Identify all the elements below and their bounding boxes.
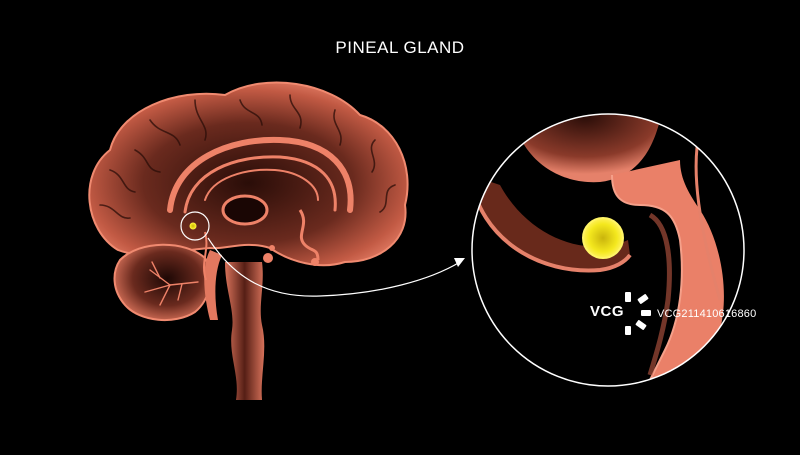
pituitary [263,253,273,263]
pineal-gland-small [189,222,197,230]
gyri-lines [99,94,396,219]
midbrain [204,250,222,320]
brainstem [225,262,265,400]
diagram-title: PINEAL GLAND [335,38,465,57]
pineal-highlight-ring [180,211,210,241]
mammillary-body [311,258,319,266]
aqueduct [203,231,208,281]
fornix [298,209,320,261]
pineal-gland-large [582,217,624,259]
cerebrum [88,81,409,267]
zoom-arrow [207,237,461,297]
magnified-view [471,113,745,387]
corpus-callosum [167,136,354,214]
arrow-head [454,258,465,267]
brain-illustration [88,81,409,400]
watermark-logo-icon [625,292,651,335]
lens-stalk [612,160,724,386]
optic-region [269,245,275,251]
watermark-brand: VCG [590,303,625,320]
arbor-vitae [144,261,199,306]
watermark-id: VCG211410616860 [657,308,757,320]
cerebellum [113,243,212,322]
lens-border [471,113,745,387]
thalamus [221,194,269,226]
